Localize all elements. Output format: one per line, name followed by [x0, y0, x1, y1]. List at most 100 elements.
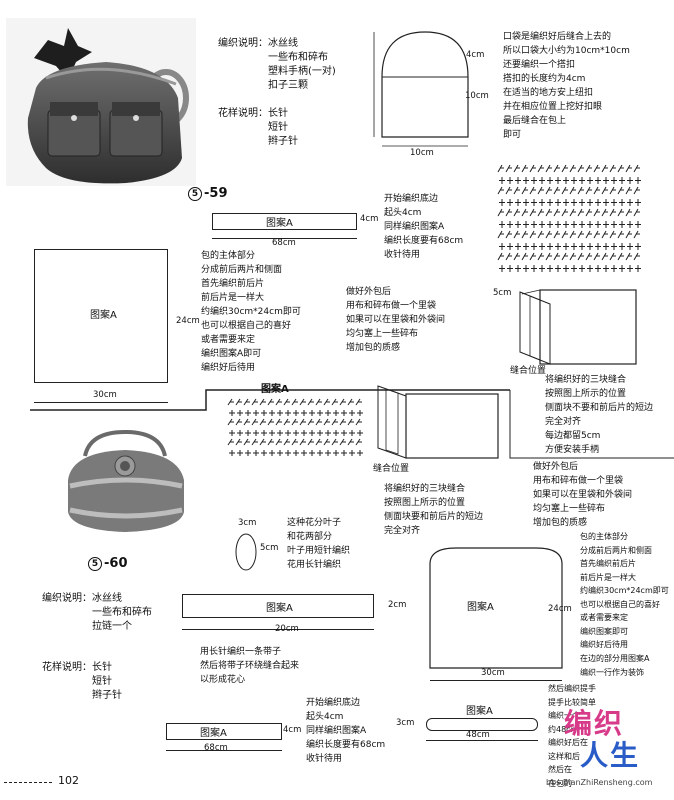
stitch-symbol: [505, 208, 512, 217]
stitch-symbol: [585, 230, 592, 239]
stitch-symbol: [307, 398, 314, 406]
stitch-symbol: [531, 221, 537, 228]
note-line: 增加包的质感: [346, 343, 401, 353]
note-line: 完全对齐: [384, 526, 421, 536]
stitch-symbol: [625, 186, 632, 195]
note-line: 和花两部分: [287, 532, 333, 542]
stitch-symbol: [513, 208, 520, 217]
stitch-symbol: [347, 438, 354, 446]
stitch-symbol: [251, 398, 258, 406]
stitch-symbol: [553, 208, 560, 217]
stitch-symbol: [609, 164, 616, 173]
body-notes-60: 包的主体部分 分成前后两片和侧面 首先编织前后片 前后片是一样大 约编织30cm…: [580, 530, 669, 652]
stitch-symbol: [513, 164, 520, 173]
stitch-symbol: [593, 230, 600, 239]
stitch-symbol: [253, 450, 259, 456]
stitch-symbol: [251, 438, 258, 446]
stitch-symbol: [323, 418, 330, 426]
stitch-symbol: [561, 252, 568, 261]
lining-notes-59: 做好外包后 用布和碎布做一个里袋 如果可以在里袋和外袋间 均匀塞上一些碎布 增加…: [346, 285, 445, 355]
seam-label-60: 缝合位置: [373, 464, 410, 474]
stitch-symbol: [283, 418, 290, 426]
stitch-symbol: [237, 430, 243, 436]
stitch-symbol: [261, 430, 267, 436]
note-line: 侧面块不要和前后片的短边: [545, 403, 654, 413]
stitch-symbol: [585, 208, 592, 217]
note-line: 或者需要来定: [201, 335, 256, 345]
stitch-symbol: [315, 418, 322, 426]
stitch-symbol: [341, 450, 347, 456]
material-item: 一些布和碎布: [92, 607, 152, 618]
stitch-symbol: [633, 164, 640, 173]
stitch-symbol: [283, 438, 290, 446]
note-line: 也可以根据自己的喜好: [580, 599, 660, 609]
stitch-symbol: [563, 243, 569, 250]
note-line: 编织图案A即可: [201, 349, 262, 359]
material-item: 冰丝线: [92, 593, 122, 604]
stitch-symbol: [323, 398, 330, 406]
stitch-symbol: [521, 230, 528, 239]
stitch-symbol: [317, 430, 323, 436]
stitch-symbol: [611, 199, 617, 206]
handle-box-60: [426, 718, 538, 731]
strip-height-60: 2cm: [388, 600, 407, 610]
stitch-symbol: [275, 398, 282, 406]
seam-label-59: 缝合位置: [510, 366, 547, 376]
stitch-symbol: [497, 164, 504, 173]
stitch-symbol: [577, 230, 584, 239]
strip-dim-line-59: [212, 238, 357, 239]
stitch-symbol: [515, 265, 521, 272]
stitch-symbol: [299, 418, 306, 426]
stitch-symbol: [523, 265, 529, 272]
note-line: 将编织好的三块缝合: [545, 375, 627, 385]
stitch-symbol: [547, 199, 553, 206]
stitch-symbol: [309, 410, 315, 416]
stitch-symbol: [531, 177, 537, 184]
note-line: 分成前后两片和侧面: [201, 265, 283, 275]
stitch-symbol: [323, 438, 330, 446]
stitch-symbol: [309, 450, 315, 456]
stitch-symbol: [619, 177, 625, 184]
stitch-symbol: [291, 438, 298, 446]
section-divider: [30, 389, 674, 459]
stitch-symbol: [245, 410, 251, 416]
pocket-top-dim: 4cm: [466, 50, 485, 60]
stitch-symbol: [347, 398, 354, 406]
material-item: 拉链一个: [92, 621, 132, 632]
note-line: 开始编织底边: [306, 698, 361, 708]
note-line: 编织图案即可: [580, 626, 628, 636]
stitch-symbol: [571, 221, 577, 228]
stitch-symbol: [497, 252, 504, 261]
stitch-symbol: [293, 450, 299, 456]
material-item: 塑料手柄(一对): [268, 66, 336, 77]
stitch-symbol: [553, 230, 560, 239]
stitch-symbol: [301, 410, 307, 416]
leaf-notes: 这种花分叶子 和花两部分 叶子用短针编织 花用长针编织: [287, 516, 350, 572]
stitch-symbol: [617, 252, 624, 261]
pattern-label-60: 花样说明：: [42, 662, 92, 673]
stitch-symbol: [259, 418, 266, 426]
stitch-symbol: [339, 398, 346, 406]
stitch-symbol: [349, 450, 355, 456]
stitch-symbol: [285, 450, 291, 456]
main-box-60: [429, 547, 563, 669]
note-line: 收针待用: [306, 754, 343, 764]
stitch-symbol: [253, 410, 259, 416]
body-notes-59: 包的主体部分 分成前后两片和侧面 首先编织前后片 前后片是一样大 约编织30cm…: [201, 249, 301, 375]
stitch-symbol: [571, 243, 577, 250]
stitch-symbol: [627, 243, 633, 250]
note-line: 前后片是一样大: [201, 293, 265, 303]
stitch-symbol: [253, 430, 259, 436]
note-line: 口袋是编织好后缝合上去的: [503, 32, 612, 42]
note-line: 包的主体部分: [580, 532, 628, 541]
stitch-symbol: [603, 177, 609, 184]
stitch-symbol: [523, 221, 529, 228]
seam-notes-60: 将编织好的三块缝合 按照图上所示的位置 侧面块要和前后片的短边 完全对齐: [384, 482, 483, 538]
stitch-symbol: [595, 243, 601, 250]
note-line: 在适当的地方安上纽扣: [503, 88, 594, 98]
pocket-bottom-dim: 10cm: [410, 148, 434, 158]
stitch-symbol: [611, 243, 617, 250]
note-line: 或者需要来定: [580, 613, 628, 622]
stitch-symbol: [633, 230, 640, 239]
stitch-symbol: [609, 208, 616, 217]
